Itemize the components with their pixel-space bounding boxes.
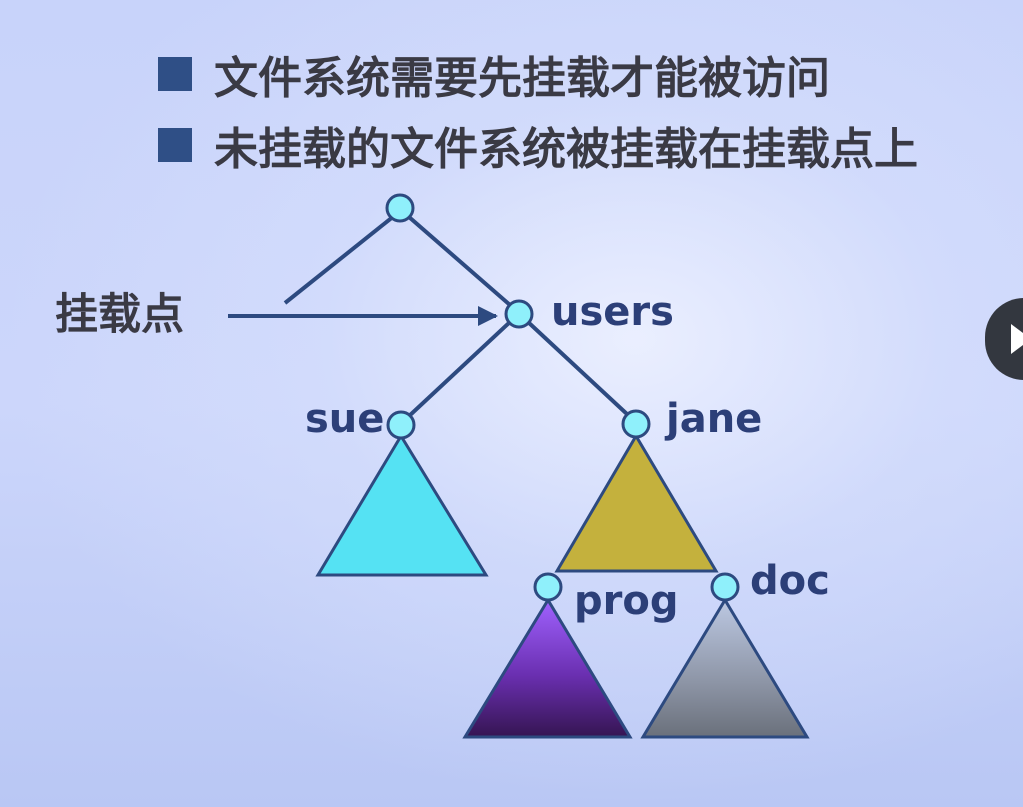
- doc-subtree-triangle: [640, 597, 810, 739]
- mount-point-label: 挂载点: [55, 290, 184, 340]
- bullet-square-icon: [158, 57, 192, 91]
- edge-root-left: [283, 214, 396, 305]
- bullet-text-2: 未挂载的文件系统被挂载在挂载点上: [214, 124, 918, 175]
- doc-node: [710, 572, 740, 602]
- prog-node: [533, 572, 563, 602]
- root-node: [385, 193, 415, 223]
- users-node: [504, 299, 534, 329]
- edge-users-sue: [406, 320, 512, 419]
- sue-node: [386, 410, 416, 440]
- bullet-square-icon: [158, 128, 192, 162]
- edge-users-jane: [526, 320, 630, 417]
- edge-root-users: [407, 215, 512, 307]
- jane-node: [621, 409, 651, 439]
- play-icon: [1011, 324, 1023, 354]
- jane-subtree-triangle: [554, 433, 719, 573]
- prog-subtree-triangle: [462, 597, 633, 739]
- bullet-item-2: 未挂载的文件系统被挂载在挂载点上: [158, 117, 918, 175]
- sue-subtree-triangle: [315, 433, 489, 577]
- doc-label: doc: [750, 558, 830, 604]
- prog-label: prog: [574, 578, 678, 624]
- jane-label: jane: [664, 396, 762, 442]
- users-label: users: [551, 289, 674, 335]
- bullet-text-1: 文件系统需要先挂载才能被访问: [214, 53, 830, 104]
- sue-label: sue: [305, 396, 384, 442]
- bullet-item-1: 文件系统需要先挂载才能被访问: [158, 46, 830, 104]
